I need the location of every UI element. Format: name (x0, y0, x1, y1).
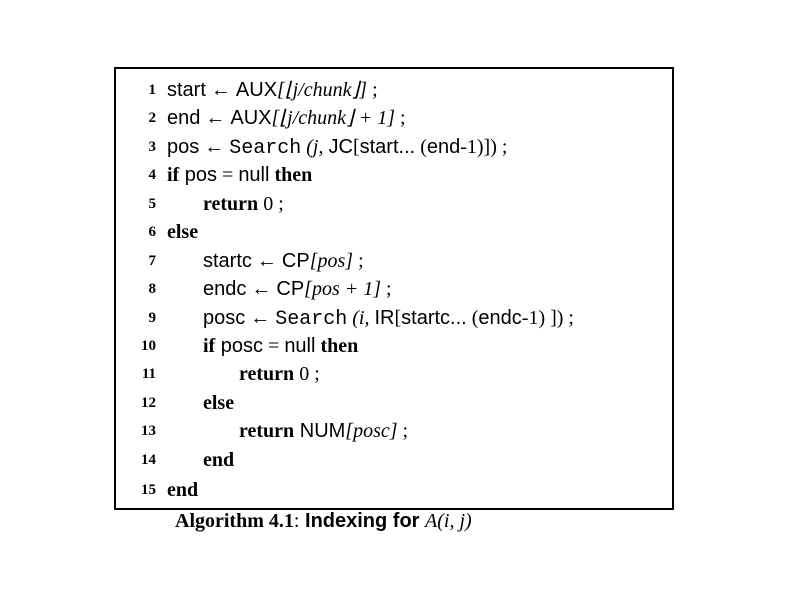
line-number: 13 (141, 423, 156, 439)
line-code: end (167, 479, 199, 501)
line-code: return 0 ; (239, 363, 320, 385)
caption-separator: : (293, 510, 300, 532)
line-number: 9 (148, 310, 157, 326)
line-number: 11 (141, 366, 156, 382)
line-number: 10 (141, 338, 156, 354)
line-code: posc ← Search (i, IR[startc... (endc-1) … (203, 307, 574, 331)
line-code: end (203, 449, 235, 471)
algorithm-caption: Algorithm 4.1: Indexing for A(i, j) (175, 510, 472, 533)
algorithm-box: 1 start ← AUX[⌊j/chunk⌋] ; 2 end ← AUX[⌊… (114, 67, 674, 510)
line-number: 15 (141, 482, 156, 498)
line-number: 1 (148, 82, 157, 98)
line-code: return 0 ; (203, 193, 284, 215)
line-code: startc ← CP[pos] ; (203, 250, 364, 272)
line-code: pos ← Search (j, JC[start... (end-1)]) ; (167, 136, 508, 160)
line-number: 7 (148, 253, 157, 269)
line-number: 8 (148, 281, 157, 297)
caption-math: A(i, j) (425, 510, 472, 532)
line-code: if pos = null then (167, 164, 313, 186)
caption-label: Algorithm 4.1 (175, 510, 294, 532)
line-code: start ← AUX[⌊j/chunk⌋] ; (167, 79, 378, 101)
line-number: 2 (148, 110, 157, 126)
line-code: else (203, 392, 235, 414)
line-number: 4 (148, 167, 157, 183)
line-code: end ← AUX[⌊j/chunk⌋ + 1] ; (167, 107, 406, 129)
line-code: return NUM[posc] ; (239, 420, 409, 442)
line-number: 6 (148, 224, 157, 240)
line-number: 12 (141, 395, 156, 411)
line-number: 3 (148, 139, 157, 155)
caption-title: Indexing for (305, 510, 420, 532)
line-code: if posc = null then (203, 335, 359, 357)
line-number: 5 (148, 196, 157, 212)
line-number: 14 (141, 452, 156, 468)
line-code: else (167, 221, 199, 243)
line-code: endc ← CP[pos + 1] ; (203, 278, 392, 300)
